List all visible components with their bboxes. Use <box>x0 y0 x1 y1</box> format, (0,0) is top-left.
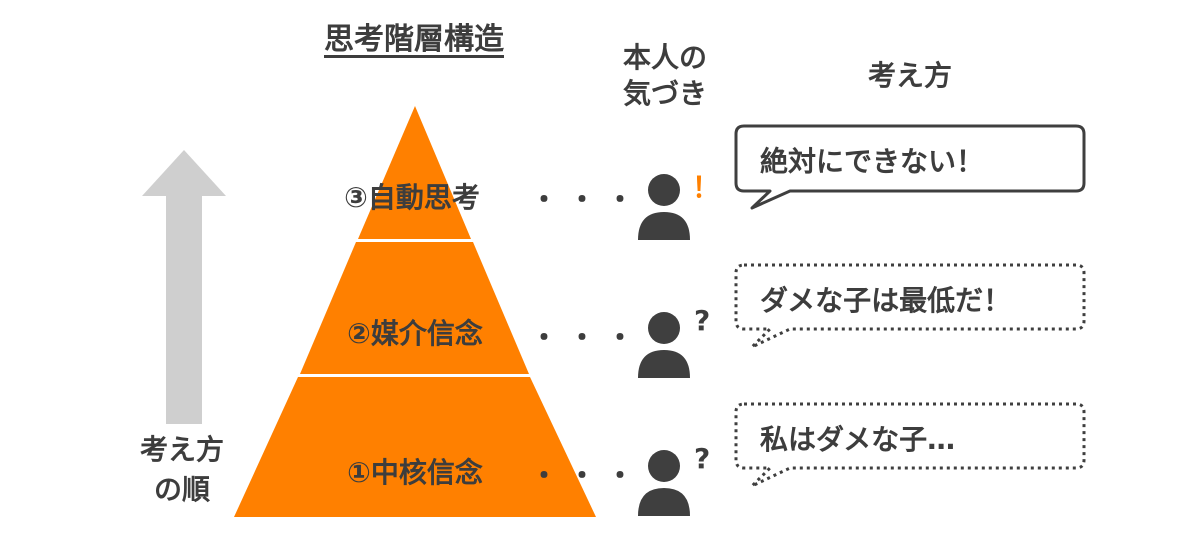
connector-dots: ・・・ <box>530 459 645 492</box>
awareness-header-line1: 本人の <box>622 41 707 74</box>
arrow-up-icon <box>142 150 226 424</box>
order-label: 考え方 の順 <box>112 430 252 510</box>
layer-label-automatic-thought: ③自動思考 <box>344 181 480 214</box>
person-icon <box>638 312 690 378</box>
awareness-header-line2: 気づき <box>622 77 707 110</box>
thought-text-automatic: 絶対にできない！ <box>760 145 985 178</box>
question-mark: ? <box>694 442 711 475</box>
connector-dots: ・・・ <box>530 321 645 354</box>
awareness-header: 本人の 気づき <box>600 40 730 112</box>
question-mark: ? <box>694 304 711 337</box>
speech-bubble-dotted <box>734 402 1086 488</box>
diagram-title: 思考階層構造 <box>324 22 504 57</box>
thinking-header: 考え方 <box>867 59 952 92</box>
speech-bubble-solid <box>734 124 1086 210</box>
thought-text-intermediate: ダメな子は最低だ！ <box>760 284 1012 317</box>
layer-label-core-belief: ①中核信念 <box>347 456 483 489</box>
pyramid-layer-middle <box>300 242 529 374</box>
order-label-line1: 考え方 <box>139 433 224 466</box>
person-icon <box>638 450 690 516</box>
pyramid <box>234 106 596 517</box>
layer-label-intermediate-belief: ②媒介信念 <box>347 317 483 350</box>
speech-bubble-dotted <box>734 263 1086 349</box>
pyramid-layer-top <box>358 106 471 239</box>
exclamation-mark: ！ <box>692 171 721 204</box>
order-label-line2: の順 <box>153 473 210 506</box>
thought-text-core: 私はダメな子… <box>760 423 956 456</box>
person-icon <box>638 174 690 240</box>
pyramid-layer-bottom <box>234 377 596 517</box>
connector-dots: ・・・ <box>530 183 645 216</box>
